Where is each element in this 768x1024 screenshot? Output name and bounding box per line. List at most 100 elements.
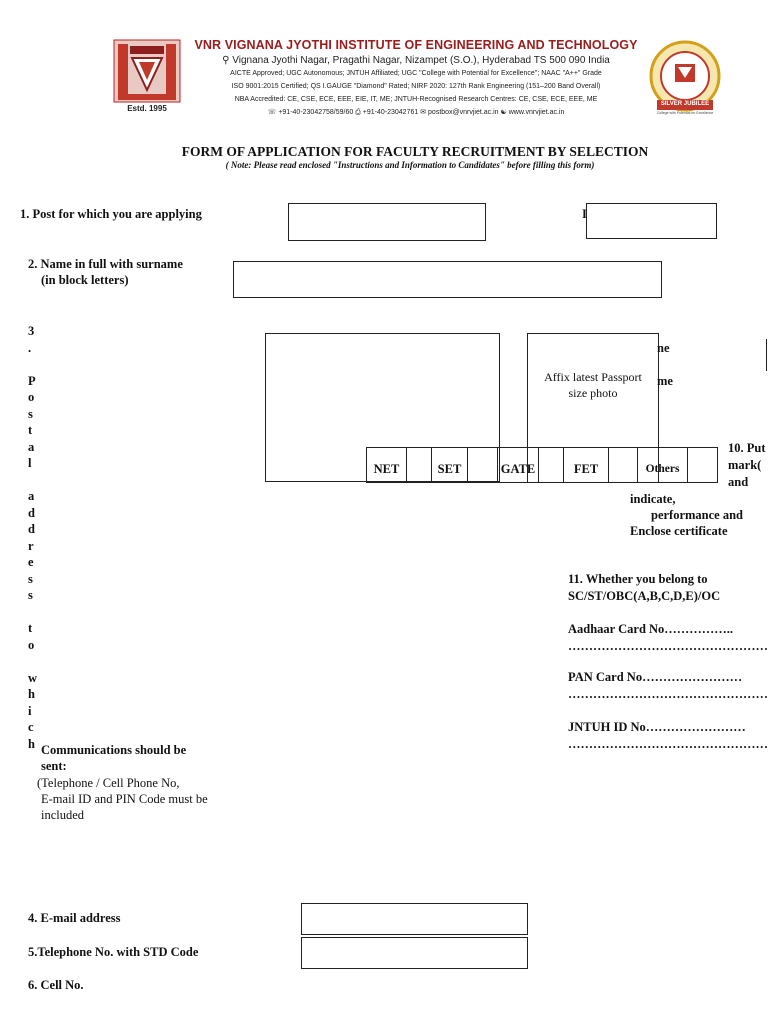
exam-others-checkbox[interactable] bbox=[688, 448, 718, 482]
q10-line4: indicate, bbox=[630, 492, 676, 506]
contact-line: ☏ +91-40-23042758/59/60 ⎙ +91-40-2304276… bbox=[186, 108, 646, 117]
exam-gate-label: GATE bbox=[498, 448, 539, 482]
exam-net-label: NET bbox=[367, 448, 407, 482]
q1-partial-label: I bbox=[582, 207, 587, 221]
post-secondary-input[interactable] bbox=[586, 203, 717, 239]
globe-icon: ☯ bbox=[500, 109, 507, 116]
q3-vertical-char bbox=[28, 653, 40, 670]
q3-vertical-char: d bbox=[28, 522, 35, 536]
accreditation-line-2: ISO 9001:2015 Certified; QS I.GAUGE "Dia… bbox=[231, 83, 601, 90]
q10-line1: 10. Put bbox=[728, 441, 766, 455]
q5-label: 5.Telephone No. with STD Code bbox=[28, 945, 199, 959]
q10-line2: mark( bbox=[728, 458, 762, 472]
address-text: Vignana Jyothi Nagar, Pragathi Nagar, Ni… bbox=[232, 55, 610, 66]
email-input[interactable] bbox=[301, 903, 528, 935]
q3-vertical-char: s bbox=[28, 406, 33, 421]
q11-line1: 11. Whether you belong to bbox=[568, 572, 708, 586]
accreditation-line-3: NBA Accredited: CE, CSE, ECE, EEE, EIE, … bbox=[234, 96, 598, 103]
institute-name: VNR VIGNANA JYOTHI INSTITUTE OF ENGINEER… bbox=[194, 38, 638, 52]
exam-table: NET SET GATE FET Others bbox=[366, 447, 718, 483]
q4-label: 4. E-mail address bbox=[28, 911, 121, 925]
q1-label: 1. Post for which you are applying bbox=[20, 207, 202, 221]
fax-icon: ⎙ bbox=[355, 109, 361, 116]
phone-number: +91-40-23042758/59/60 bbox=[278, 109, 354, 116]
q2-sublabel: (in block letters) bbox=[41, 273, 129, 287]
exam-others-label: Others bbox=[638, 448, 688, 482]
silver-jubilee-logo bbox=[645, 38, 725, 118]
website-link[interactable]: www.vnrvjiet.ac.in bbox=[508, 109, 565, 116]
q3-note-line3: included bbox=[41, 808, 85, 822]
q3-vertical-char: a bbox=[28, 489, 35, 503]
q3-vertical-char bbox=[28, 604, 40, 621]
q3-vertical-char: w bbox=[28, 670, 38, 685]
institute-logo-left bbox=[112, 38, 182, 118]
phone-icon: ☏ bbox=[267, 109, 277, 116]
q3-vertical-char: r bbox=[28, 538, 34, 553]
q10-line5: performance and bbox=[651, 508, 743, 522]
q3-note-line1: (Telephone / Cell Phone No, bbox=[37, 776, 180, 790]
form-title: FORM OF APPLICATION FOR FACULTY RECRUITM… bbox=[181, 144, 649, 159]
telephone-input[interactable] bbox=[301, 937, 528, 969]
q3-vertical-char: h bbox=[28, 736, 35, 751]
q3-vertical-char: t bbox=[28, 423, 33, 437]
exam-net-checkbox[interactable] bbox=[407, 448, 432, 482]
q10-line3: and bbox=[728, 475, 749, 489]
q3-vertical-char: c bbox=[28, 720, 34, 734]
q3-vertical-char: h bbox=[28, 687, 35, 701]
pan-label: PAN Card No…………………… bbox=[568, 670, 743, 684]
q2-label: 2. Name in full with surname bbox=[28, 257, 183, 271]
jntuh-dots[interactable]: ………………………………………… bbox=[568, 737, 768, 751]
q6-label: 6. Cell No. bbox=[28, 978, 84, 992]
q3-vertical-char: P bbox=[28, 373, 36, 388]
mail-icon: ✉ bbox=[420, 109, 427, 116]
postal-address-input[interactable] bbox=[265, 333, 500, 482]
email-link[interactable]: postbox@vnrvjiet.ac.in bbox=[428, 109, 499, 116]
full-name-input[interactable] bbox=[233, 261, 662, 298]
side-fragment-me: me bbox=[657, 374, 673, 388]
photo-instruction-line2: size photo bbox=[568, 386, 618, 400]
q10-line6: Enclose certificate bbox=[630, 524, 728, 538]
side-box-edge bbox=[766, 339, 768, 371]
q3-vertical-char: i bbox=[28, 703, 32, 718]
location-pin-icon: ⚲ bbox=[222, 55, 230, 66]
exam-fet-checkbox[interactable] bbox=[609, 448, 638, 482]
photo-instruction-line1: Affix latest Passport bbox=[544, 370, 642, 384]
exam-fet-label: FET bbox=[564, 448, 609, 482]
q3-vertical-char: a bbox=[28, 439, 35, 454]
q3-vertical-char: o bbox=[28, 390, 35, 404]
exam-gate-checkbox[interactable] bbox=[539, 448, 564, 482]
institute-address: ⚲ Vignana Jyothi Nagar, Pragathi Nagar, … bbox=[186, 55, 646, 66]
q3-vertical-char bbox=[28, 356, 40, 373]
fax-number: +91-40-23042761 bbox=[362, 109, 419, 116]
q3-vertical-char: s bbox=[28, 588, 33, 602]
form-note: ( Note: Please read enclosed "Instructio… bbox=[0, 160, 768, 170]
estd-caption: Estd. 1995 bbox=[127, 104, 167, 113]
form-note-prefix: ( Note bbox=[225, 160, 249, 170]
q3-note-line2: E-mail ID and PIN Code must be bbox=[41, 792, 208, 806]
q11-line2: SC/ST/OBC(A,B,C,D,E)/OC bbox=[568, 589, 721, 603]
q3-vertical-char: 3 bbox=[28, 324, 35, 338]
form-note-text: : Please read enclosed "Instructions and… bbox=[248, 160, 595, 170]
exam-set-checkbox[interactable] bbox=[468, 448, 498, 482]
q3-vertical-char: e bbox=[28, 555, 34, 569]
q3-vertical-char: s bbox=[28, 571, 33, 586]
aadhaar-dots[interactable]: ………………………………………… bbox=[568, 639, 768, 653]
silver-jubilee-caption: SILVER JUBILEE bbox=[660, 101, 710, 107]
q3-vertical-char: . bbox=[28, 340, 32, 355]
accreditation-line-1: AICTE Approved; UGC Autonomous; JNTUH Af… bbox=[230, 70, 602, 77]
side-fragment-ne: ne bbox=[657, 341, 670, 355]
aadhaar-label: Aadhaar Card No…………….. bbox=[568, 622, 734, 636]
q3-label-line2: sent: bbox=[41, 759, 67, 773]
q3-vertical-char: t bbox=[28, 621, 33, 635]
q3-vertical-char: d bbox=[28, 505, 35, 520]
q3-vertical-char bbox=[28, 472, 40, 489]
silver-jubilee-subcaption: College with Potential for Excellence bbox=[656, 111, 714, 115]
q3-label-line1: Communications should be bbox=[41, 743, 187, 757]
q3-vertical-char: l bbox=[28, 456, 32, 470]
exam-set-label: SET bbox=[432, 448, 468, 482]
post-applied-input[interactable] bbox=[288, 203, 486, 241]
jntuh-label: JNTUH ID No…………………… bbox=[568, 720, 746, 734]
q3-vertical-char: o bbox=[28, 637, 35, 652]
pan-dots[interactable]: ………………………………………… bbox=[568, 687, 768, 701]
